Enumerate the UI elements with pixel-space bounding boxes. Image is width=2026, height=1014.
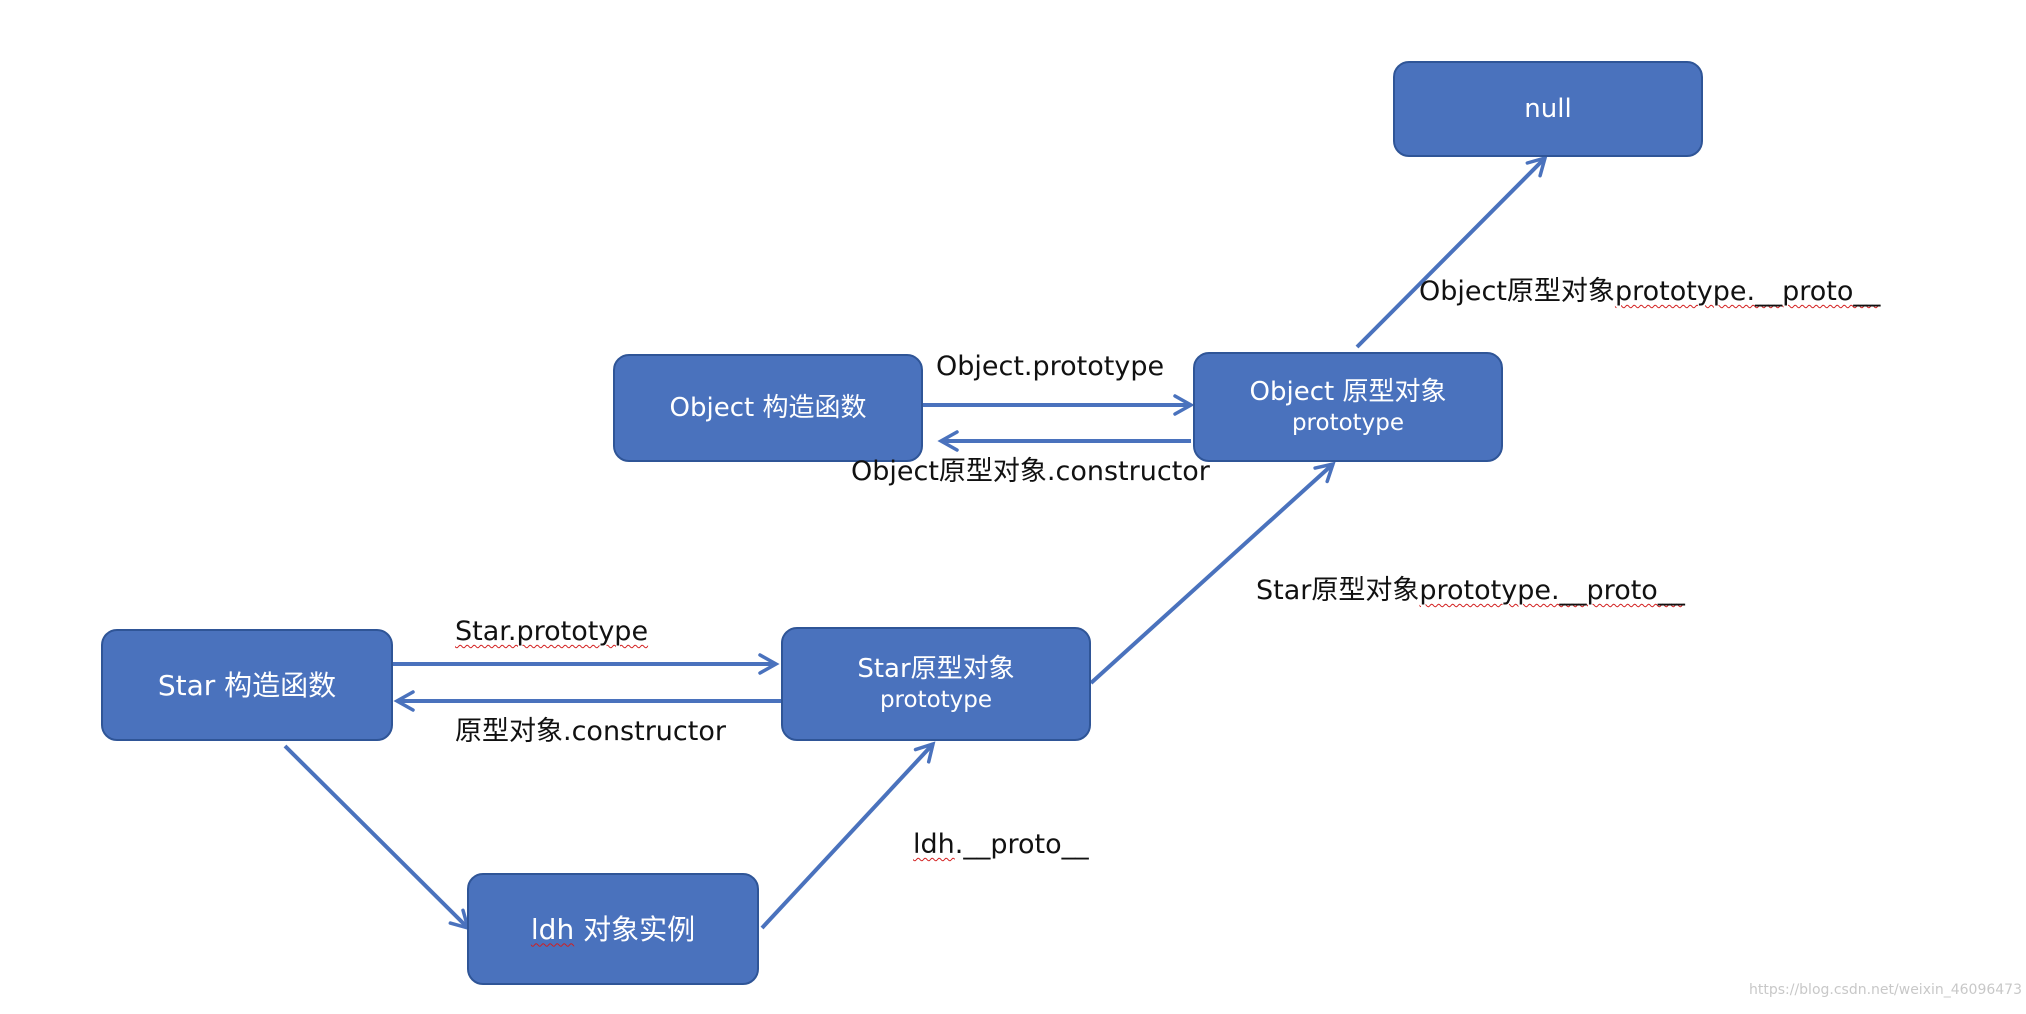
edge-label-star-constructor: 原型对象.constructor bbox=[455, 716, 726, 747]
node-ldh-instance: ldh 对象实例 bbox=[467, 873, 759, 985]
node-ldh-instance-name: ldh bbox=[530, 912, 575, 946]
node-ldh-instance-suffix: 对象实例 bbox=[574, 912, 696, 946]
edge-label-ldh-proto-prefix: ldh bbox=[913, 829, 955, 860]
arrow-ldh-to-star-proto bbox=[760, 741, 936, 930]
node-star-prototype-sub: prototype bbox=[879, 686, 993, 713]
arrow-star-ctor-to-ldh bbox=[283, 744, 471, 931]
node-ldh-instance-label: ldh 对象实例 bbox=[531, 912, 695, 947]
node-null: null bbox=[1393, 61, 1703, 157]
edge-label-object-prototype: Object.prototype bbox=[936, 351, 1165, 382]
node-star-constructor-label: Star 构造函数 bbox=[157, 668, 337, 702]
edge-label-object-constructor: Object原型对象.constructor bbox=[851, 456, 1210, 487]
node-object-constructor: Object 构造函数 bbox=[613, 354, 923, 462]
edge-label-star-prototype-text: Star.prototype bbox=[455, 616, 649, 647]
node-object-prototype-label: Object 原型对象 bbox=[1249, 377, 1447, 408]
edge-label-star-proto-chain-prefix: Star原型对象 bbox=[1256, 575, 1420, 606]
node-star-constructor: Star 构造函数 bbox=[101, 629, 393, 741]
node-null-label: null bbox=[1524, 93, 1572, 124]
node-object-prototype: Object 原型对象 prototype bbox=[1193, 352, 1503, 462]
edge-label-star-prototype: Star.prototype bbox=[455, 618, 648, 645]
node-star-prototype: Star原型对象 prototype bbox=[781, 627, 1091, 741]
arrow-star-proto-to-object-proto bbox=[1089, 461, 1336, 685]
watermark: https://blog.csdn.net/weixin_46096473 bbox=[1748, 982, 2022, 998]
edge-label-star-proto-chain-suffix: prototype.__proto__ bbox=[1419, 575, 1685, 606]
node-star-prototype-label: Star原型对象 bbox=[857, 654, 1015, 685]
node-object-prototype-sub: prototype bbox=[1291, 409, 1405, 436]
edge-label-ldh-proto: ldh.__proto__ bbox=[913, 831, 1089, 858]
arrow-object-proto-to-null bbox=[1355, 155, 1548, 349]
node-object-constructor-label: Object 构造函数 bbox=[669, 392, 867, 423]
edge-label-ldh-proto-suffix: .__proto__ bbox=[954, 829, 1089, 860]
edge-label-object-proto-chain-prefix: Object原型对象 bbox=[1419, 276, 1615, 307]
edge-label-object-proto-chain-suffix: prototype.__proto__ bbox=[1614, 276, 1881, 307]
edge-label-star-proto-chain: Star原型对象prototype.__proto__ bbox=[1256, 577, 1685, 604]
edge-label-object-proto-chain: Object原型对象prototype.__proto__ bbox=[1419, 278, 1880, 305]
